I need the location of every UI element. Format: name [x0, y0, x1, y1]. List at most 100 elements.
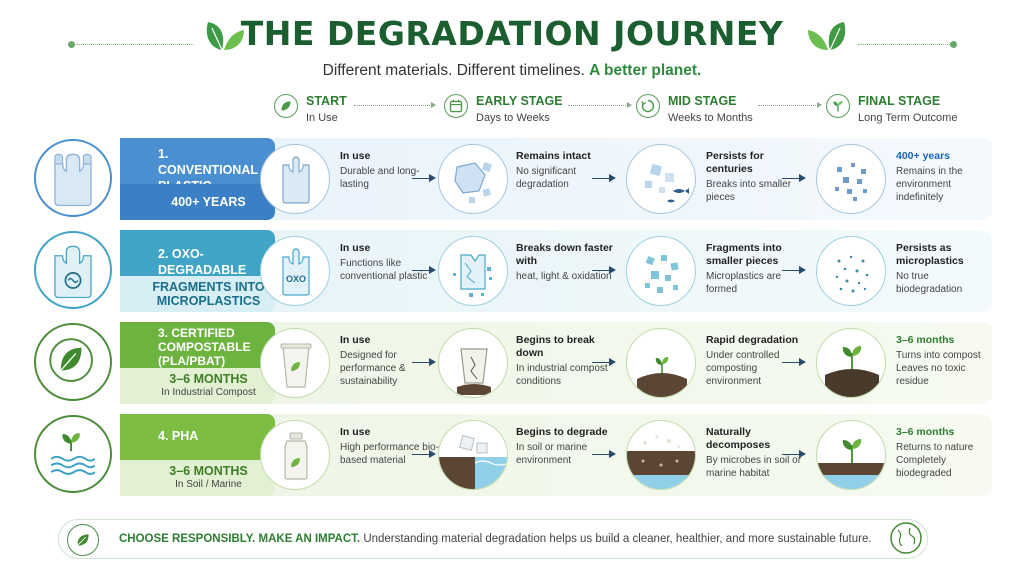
stage-description-head: 3–6 months — [896, 426, 955, 438]
stage-image — [438, 144, 508, 214]
stage-description-body: In industrial compost conditions — [516, 363, 608, 387]
material-label: 3. CERTIFIED COMPOSTABLE (PLA/PBAT) 3–6 … — [120, 322, 275, 404]
stage-image — [438, 328, 508, 398]
microplastic-pieces-icon — [835, 163, 867, 201]
recycle-icon — [636, 94, 660, 118]
arrow-icon — [782, 450, 806, 458]
stage-description-head: 400+ years — [896, 150, 951, 162]
material-label: 2. OXO-DEGRADABLE FRAGMENTS INTO MICROPL… — [120, 230, 275, 312]
stage-description: Begins to degrade In soil or marine envir… — [516, 426, 616, 467]
stage-description-head: Persists for centuries — [706, 150, 764, 175]
stage-description-head: Fragments into smaller pieces — [706, 242, 782, 267]
stage-arrow — [354, 102, 436, 108]
footer-tagline: CHOOSE RESPONSIBLY. MAKE AN IMPACT. — [119, 533, 361, 545]
stage-sub: Weeks to Months — [668, 112, 753, 124]
arrow-icon — [592, 358, 616, 366]
stage-description-body: Functions like conventional plastic — [340, 258, 428, 282]
stage-image — [260, 328, 330, 398]
stage-description-head: In use — [340, 150, 371, 162]
leaf-icon — [206, 22, 244, 51]
microplastic-dots-icon — [835, 255, 869, 293]
stage-description-body: Microplastics are formed — [706, 271, 782, 295]
divider-line-right — [858, 44, 950, 45]
stage-arrow — [568, 102, 632, 108]
stage-description-body: Returns to nature Completely biodegraded — [896, 442, 974, 479]
header: THE DEGRADATION JOURNEY Different materi… — [0, 0, 1024, 90]
stage-description-head: Begins to degrade — [516, 426, 608, 438]
material-timeline: 400+ YEARS — [120, 184, 275, 220]
stage-description-body: Turns into compost Leaves no toxic resid… — [896, 350, 981, 387]
stage-description-body: High performance bio-based material — [340, 442, 439, 466]
stage-description-head: 3–6 months — [896, 334, 955, 346]
material-name: 2. OXO-DEGRADABLE — [120, 230, 275, 277]
timeline-note: In Industrial Compost — [161, 387, 256, 398]
stage-image — [626, 420, 696, 490]
footer-body: Understanding material degradation helps… — [363, 533, 872, 545]
plastic-bag-icon — [54, 153, 92, 207]
plastic-bag-icon — [282, 156, 310, 204]
stage-sub: Days to Weeks — [476, 112, 550, 124]
stage-name: MID STAGE — [668, 94, 737, 108]
material-badge — [34, 415, 112, 493]
stage-description-body: Durable and long-lasting — [340, 166, 420, 190]
divider-line-left — [76, 44, 194, 45]
oxo-bag-icon — [54, 245, 92, 299]
material-label: 1. CONVENTIONAL PLASTIC 400+ YEARS — [120, 138, 275, 220]
stage-description-body: Breaks into smaller pieces — [706, 179, 792, 203]
footer-banner: CHOOSE RESPONSIBLY. MAKE AN IMPACT. Unde… — [58, 519, 928, 559]
stage-image — [816, 420, 886, 490]
material-name: 1. CONVENTIONAL PLASTIC — [120, 138, 275, 193]
arrow-icon — [412, 266, 436, 274]
stage-description-body: By microbes in soil or marine habitat — [706, 455, 802, 479]
cup-icon — [280, 343, 312, 388]
stage-description-head: Persists as microplastics — [896, 242, 964, 267]
stage-header: START In Use EARLY STAGE Days to Weeks M… — [0, 92, 1024, 130]
sprout-waves-icon — [50, 433, 96, 475]
material-timeline: FRAGMENTS INTO MICROPLASTICS — [120, 276, 275, 312]
stage-description-body: Under controlled composting environment — [706, 350, 780, 387]
sprout-soil-icon — [825, 346, 879, 397]
material-badge — [34, 323, 112, 401]
stage-description-head: Begins to break down — [516, 334, 595, 359]
stage-description-body: In soil or marine environment — [516, 442, 588, 466]
stage-arrow — [758, 102, 822, 108]
arrow-icon — [592, 450, 616, 458]
leaf-icon — [808, 22, 846, 51]
timeline-value: 3–6 MONTHS — [169, 372, 248, 386]
stage-description-head: In use — [340, 334, 371, 346]
stage-image — [816, 144, 886, 214]
arrow-icon — [592, 266, 616, 274]
sprout-icon — [826, 94, 850, 118]
stage-image — [438, 236, 508, 306]
stage-image — [816, 328, 886, 398]
stage-image — [626, 328, 696, 398]
arrow-icon — [782, 174, 806, 182]
stage-description-body: Designed for performance & sustainabilit… — [340, 350, 406, 387]
calendar-icon — [444, 94, 468, 118]
footer-message: CHOOSE RESPONSIBLY. MAKE AN IMPACT. Unde… — [119, 533, 872, 545]
compost-sprout-icon — [637, 357, 687, 397]
arrow-icon — [782, 266, 806, 274]
oxo-bag-icon: OXO — [282, 248, 310, 296]
sprout-water-icon — [817, 439, 885, 489]
bottle-icon — [284, 432, 308, 480]
cracked-bag-icon — [453, 254, 492, 297]
arrow-icon — [782, 358, 806, 366]
stage-image — [260, 144, 330, 214]
stage-name: FINAL STAGE — [858, 94, 941, 108]
stage-sub: Long Term Outcome — [858, 112, 958, 124]
page-title: THE DEGRADATION JOURNEY — [240, 14, 784, 53]
